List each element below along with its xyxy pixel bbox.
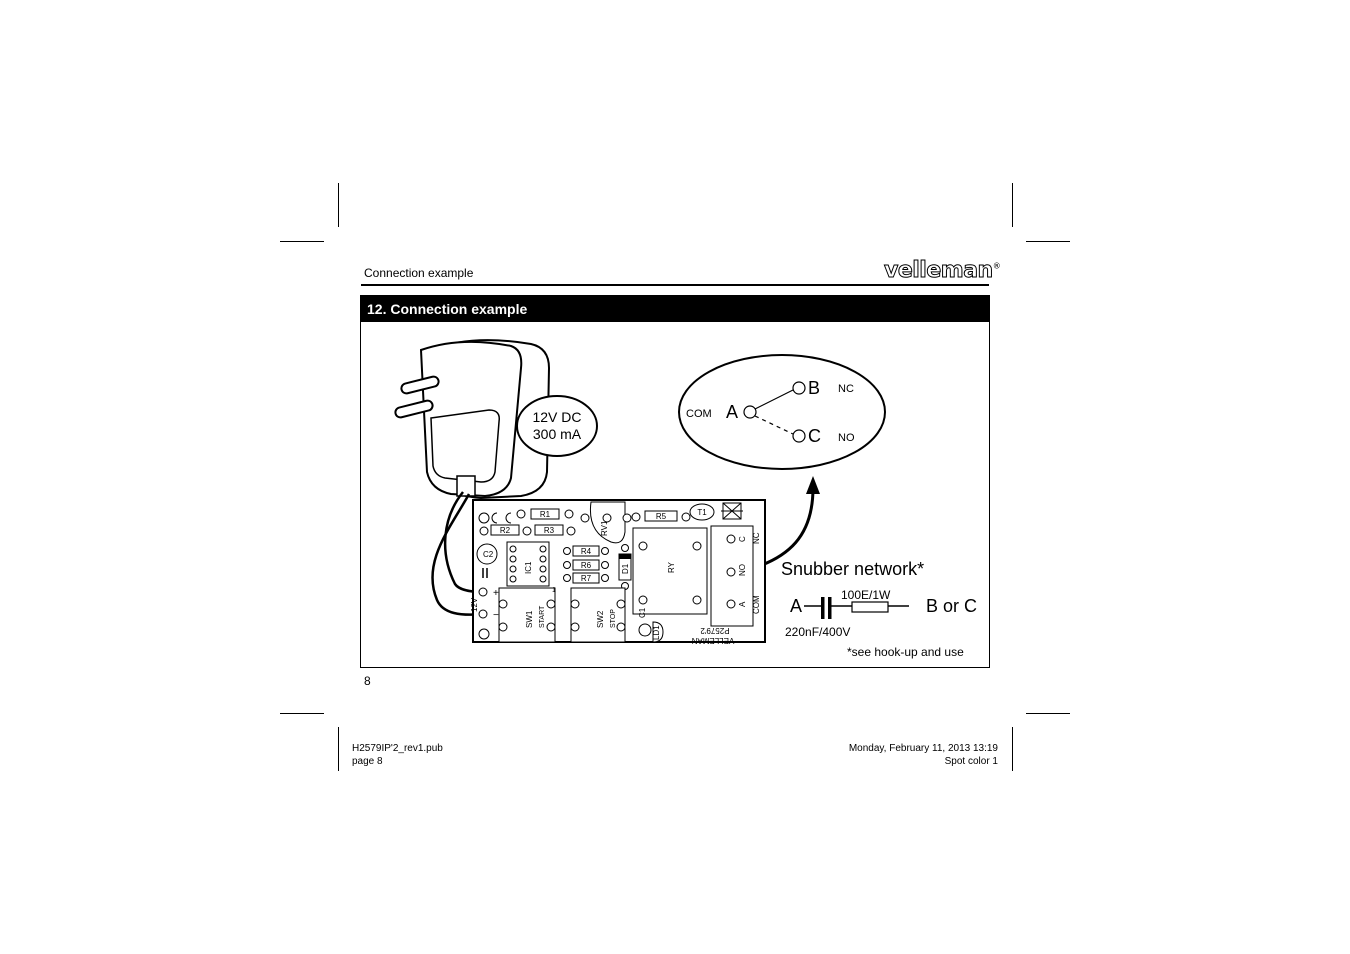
pcb-c2: C2 — [483, 550, 494, 559]
header-rule — [361, 284, 989, 286]
pcb-r1: R1 — [540, 510, 551, 519]
snubber-resistor — [851, 601, 889, 613]
pcb-r6: R6 — [581, 561, 592, 570]
pcb-brand: VELLEMAN — [691, 636, 734, 645]
snubber-left: A — [790, 596, 802, 616]
snubber-right: B or C — [926, 596, 977, 616]
pcb-minus: − — [493, 610, 499, 621]
relay-no-label: NO — [838, 432, 855, 444]
snubber-capacitor — [821, 597, 825, 619]
pcb-r2: R2 — [500, 526, 511, 535]
pcb-out-nc: NC — [752, 532, 761, 544]
relay-nc-label: NC — [838, 383, 854, 395]
cable-minus — [431, 493, 484, 616]
brand-mark: ® — [992, 261, 1001, 271]
adapter-voltage: 12V DC — [532, 409, 581, 425]
connection-diagram: 12V DC 300 mA COM A B C NC NO R1 RV1 R5 — [394, 339, 977, 659]
snubber-resistor-value: 100E/1W — [841, 588, 891, 602]
footer-date: Monday, February 11, 2013 13:19 — [848, 743, 998, 754]
pcb-t1: T1 — [697, 508, 707, 517]
relay-c-label: C — [808, 426, 821, 446]
page-number: 8 — [364, 674, 371, 688]
pcb-d1: D1 — [621, 563, 630, 574]
pcb-rv1: RV1 — [600, 520, 609, 536]
pcb-ld1: LD1 — [652, 625, 661, 640]
pcb-r5: R5 — [656, 512, 667, 521]
pcb-sw2: SW2 — [596, 610, 605, 628]
pcb-ry: RY — [667, 561, 676, 573]
pcb-out-com: COM — [752, 595, 761, 614]
footer-page: page 8 — [352, 756, 383, 767]
pcb-c1: C1 — [638, 607, 647, 618]
brand-name: velleman — [884, 258, 994, 284]
crop-mark — [1012, 727, 1013, 771]
pcb-code: P2579'2 — [700, 626, 730, 635]
print-footer-left: H2579IP'2_rev1.pub page 8 — [352, 742, 443, 768]
snubber-capacitor-value: 220nF/400V — [785, 625, 850, 639]
section-title-bar: 12. Connection example — [360, 295, 990, 322]
section-title: 12. Connection example — [367, 301, 528, 317]
relay-b-label: B — [808, 378, 820, 398]
pcb-out-c: C — [738, 536, 747, 542]
snubber-title: Snubber network* — [781, 559, 924, 579]
pcb-board: R1 RV1 R5 T1 R2 R3 C2 — [470, 499, 766, 645]
snubber-note: *see hook-up and use — [847, 645, 964, 659]
crop-mark — [1026, 713, 1070, 714]
print-footer-right: Monday, February 11, 2013 13:19 Spot col… — [849, 742, 998, 768]
pcb-r7: R7 — [581, 574, 592, 583]
crop-mark — [1012, 183, 1013, 227]
pcb-out-a: A — [738, 601, 747, 607]
cable-plus — [443, 491, 484, 594]
pcb-r3: R3 — [544, 526, 555, 535]
running-title: Connection example — [364, 266, 474, 280]
pcb-start: START — [539, 605, 546, 628]
pcb-ic1: IC1 — [524, 561, 533, 574]
crop-mark — [1026, 241, 1070, 242]
arrow-head — [806, 476, 820, 494]
power-adapter — [394, 339, 551, 500]
relay-com-label: COM — [686, 408, 712, 420]
footer-color: Spot color 1 — [944, 756, 998, 767]
adapter-label-bubble — [516, 395, 598, 457]
pcb-stop: STOP — [610, 609, 617, 628]
crop-mark — [338, 183, 339, 227]
relay-contact-bubble — [678, 354, 886, 470]
crop-mark — [338, 727, 339, 771]
crop-mark — [280, 713, 324, 714]
pcb-r4: R4 — [581, 547, 592, 556]
footer-file: H2579IP'2_rev1.pub — [352, 743, 443, 754]
pcb-plus: + — [493, 588, 499, 599]
pcb-12v: 12V — [470, 597, 479, 612]
pcb-pin1: 1 — [552, 587, 556, 594]
pcb-out-no: NO — [738, 564, 747, 576]
crop-mark — [280, 241, 324, 242]
brand-logo: velleman® — [884, 258, 1001, 284]
pcb-sw1: SW1 — [525, 610, 534, 628]
adapter-current: 300 mA — [533, 426, 582, 442]
relay-a-label: A — [726, 402, 738, 422]
